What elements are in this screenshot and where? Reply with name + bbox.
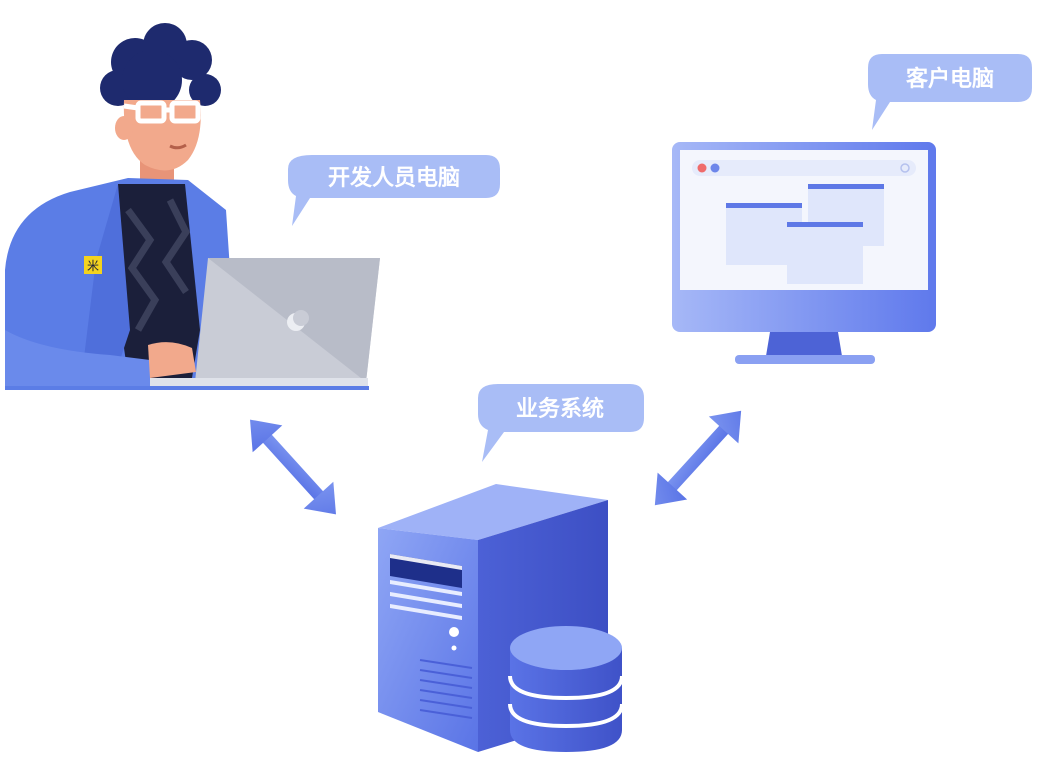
laptop-icon [5, 258, 380, 390]
system-label: 业务系统 [516, 396, 604, 422]
developer-label-bubble: 开发人员电脑 [288, 155, 500, 226]
client-label: 客户电脑 [906, 66, 994, 92]
developer-label: 开发人员电脑 [328, 165, 460, 191]
client-label-bubble: 客户电脑 [868, 54, 1032, 130]
close-dot-icon [697, 163, 707, 173]
search-icon [900, 163, 910, 173]
system-label-bubble: 业务系统 [478, 384, 644, 462]
glasses [123, 100, 201, 124]
name-badge: 米 [84, 256, 102, 274]
database-icon [508, 626, 624, 752]
double-arrow-icon [654, 410, 742, 506]
hair [100, 23, 221, 110]
minimize-dot-icon [710, 163, 720, 173]
svg-text:米: 米 [87, 259, 99, 273]
developer-figure: 米 [5, 23, 380, 390]
monitor-icon [672, 142, 936, 364]
double-arrow-icon [250, 419, 336, 515]
